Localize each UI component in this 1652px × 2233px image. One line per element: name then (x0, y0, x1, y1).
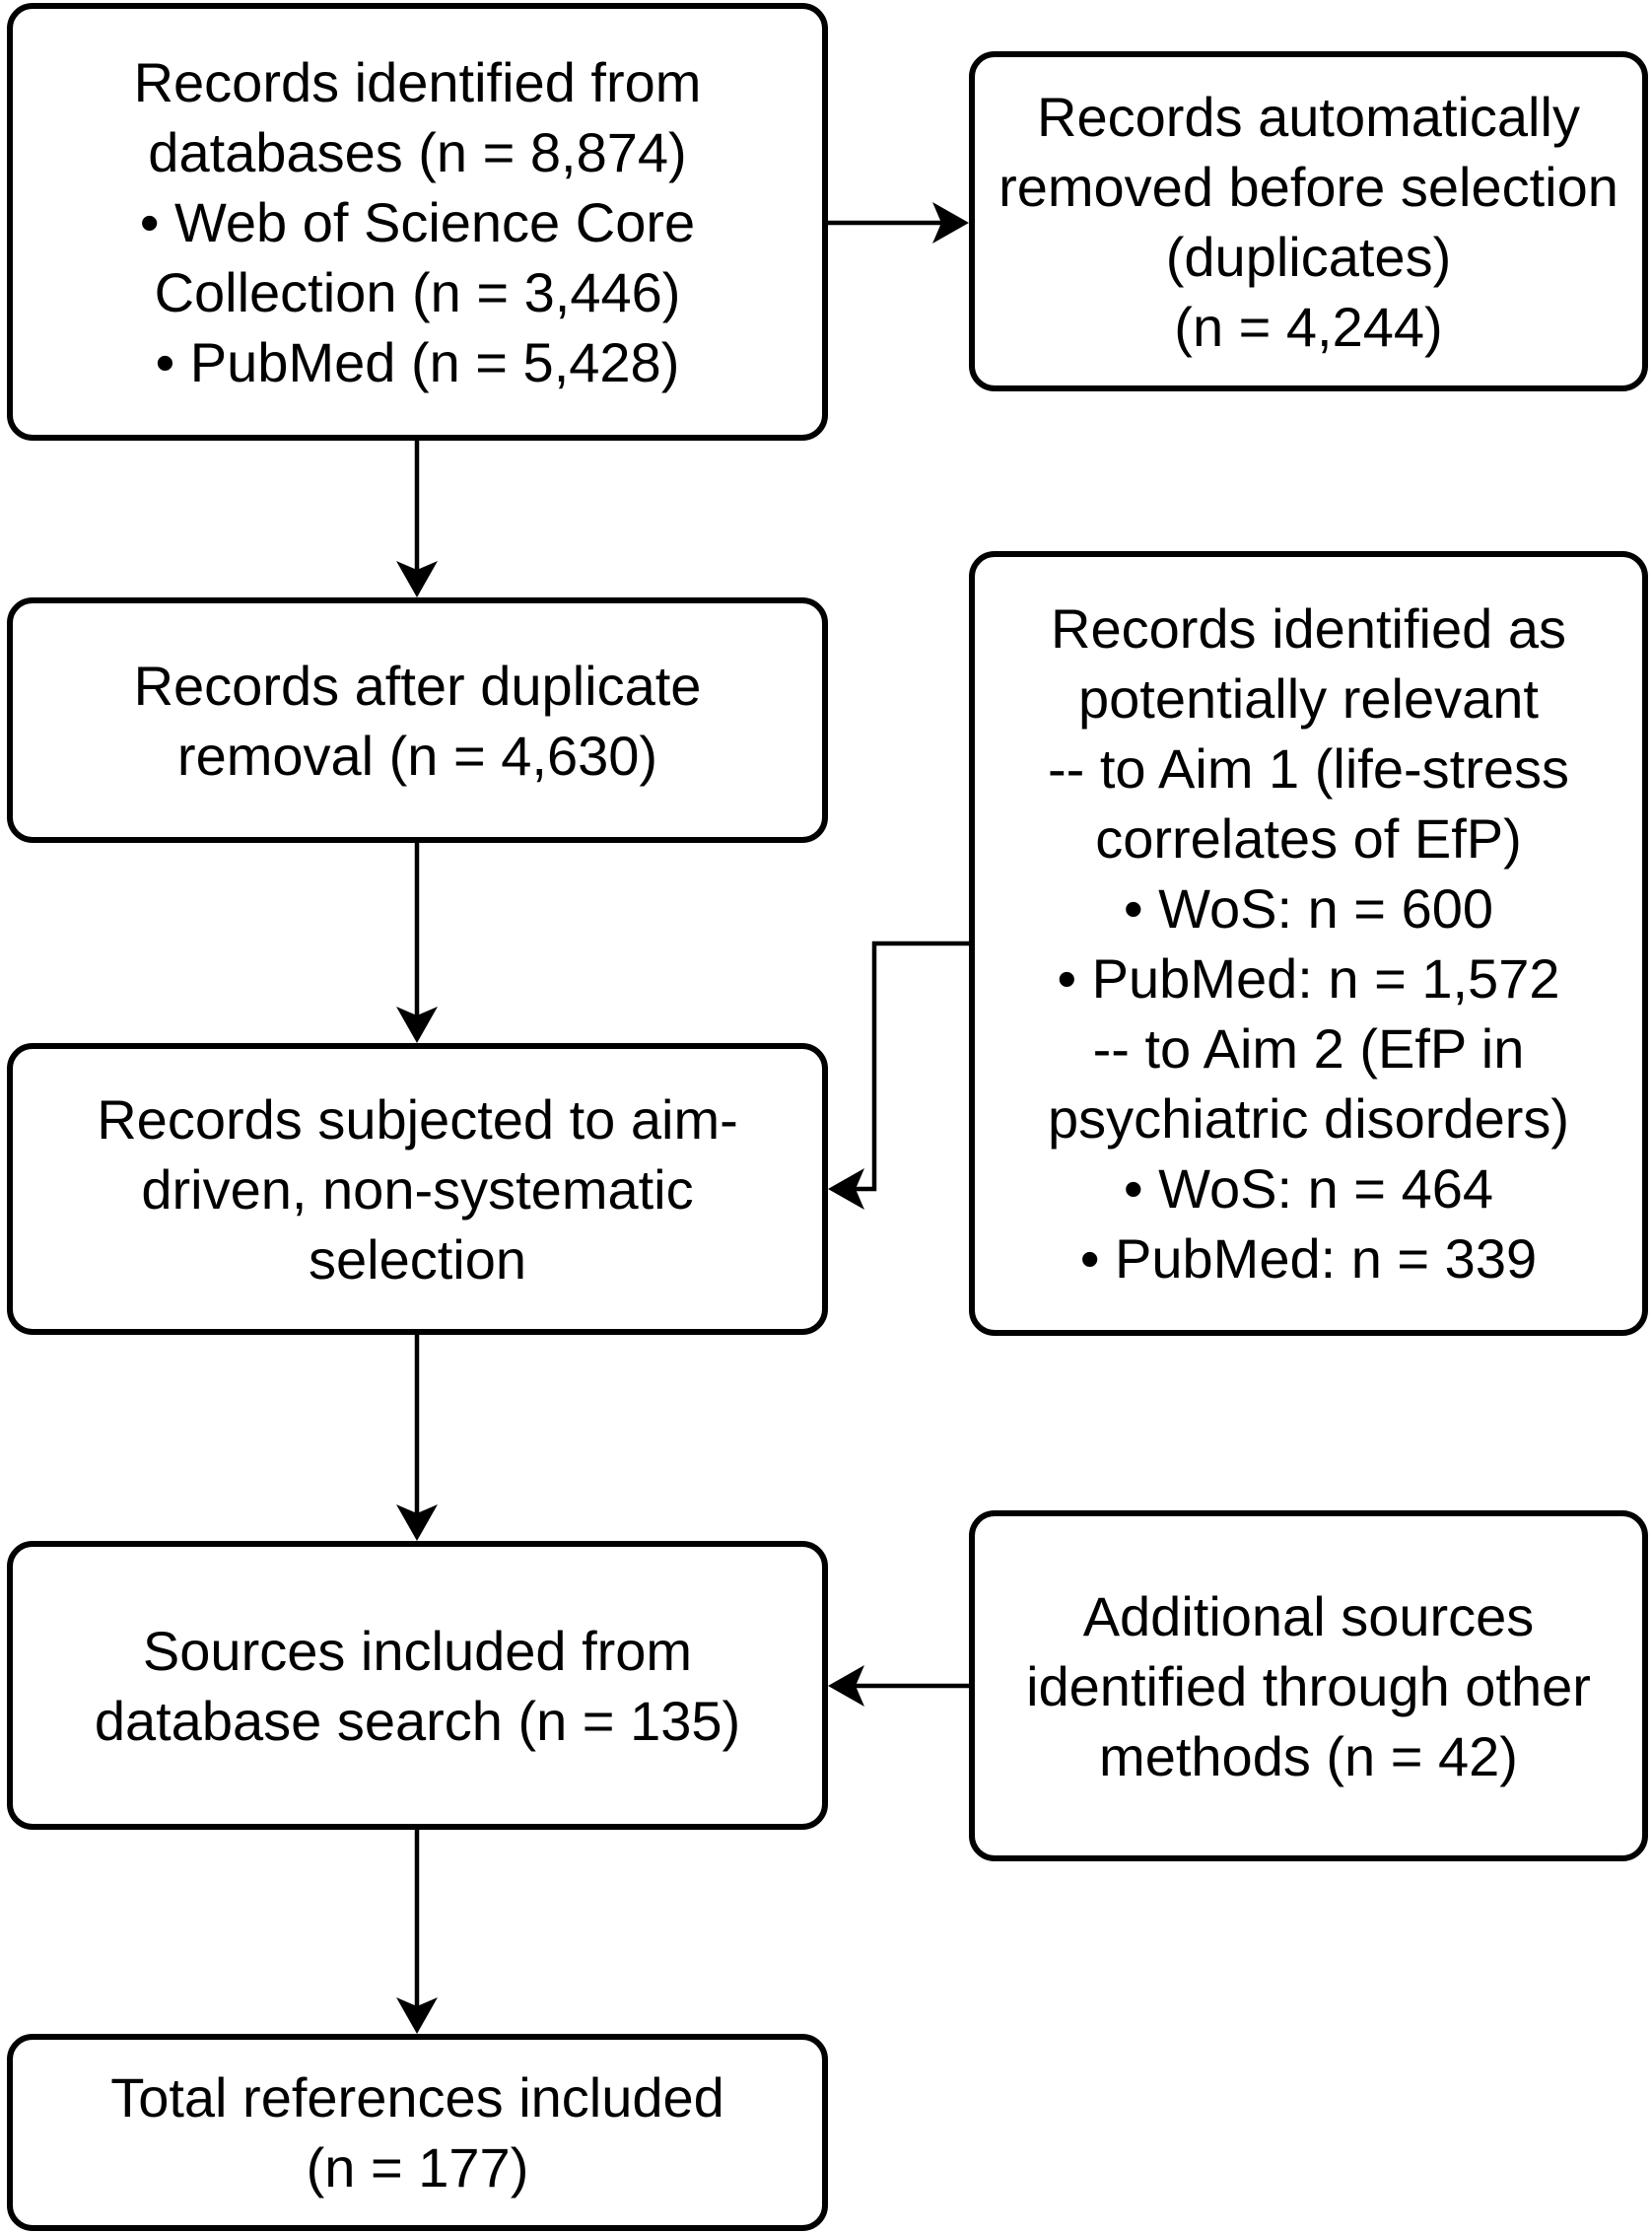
box-text-line: databases (n = 8,874) (148, 120, 687, 183)
records-identified-box: Records identified from databases (n = 8… (7, 3, 828, 441)
arrowhead-down-after-dup (396, 561, 438, 597)
box-text-line: • PubMed: n = 339 (1079, 1227, 1538, 1290)
records-after-duplicate-removal-box: Records after duplicate removal (n = 4,6… (7, 597, 828, 843)
arrowhead-down-subjected (396, 1007, 438, 1043)
total-references-box: Total references included (n = 177) (7, 2034, 828, 2231)
box-text-line: removal (n = 4,630) (176, 724, 658, 787)
arrowhead-left-sources (828, 1665, 864, 1707)
records-removed-box: Records automatically removed before sel… (969, 51, 1648, 391)
arrowhead-left-subjected (828, 1168, 864, 1210)
additional-sources-box: Additional sources identified through ot… (969, 1510, 1648, 1861)
box-text-line: Records identified as (1051, 597, 1566, 660)
box-text-line: removed before selection (998, 155, 1618, 218)
box-text-line: -- to Aim 2 (EfP in (1092, 1017, 1525, 1080)
box-text-line: • Web of Science Core (139, 190, 696, 253)
arrowhead-right-removed (932, 202, 969, 244)
box-text-line: correlates of EfP) (1095, 807, 1522, 870)
box-text-line: methods (n = 42) (1099, 1724, 1518, 1787)
box-text-line: Additional sources (1082, 1584, 1535, 1647)
arrowhead-down-total (396, 1997, 438, 2034)
arrowhead-down-sources (396, 1504, 438, 1541)
arrow-relevant-to-subjected-line (856, 941, 969, 1192)
records-potentially-relevant-box: Records identified as potentially releva… (969, 551, 1648, 1336)
records-subjected-to-selection-box: Records subjected to aim- driven, non-sy… (7, 1043, 828, 1335)
box-text-line: (n = 177) (306, 2136, 529, 2198)
box-text-line: Collection (n = 3,446) (154, 260, 681, 323)
box-text-line: selection (308, 1227, 527, 1291)
box-text-line: identified through other (1026, 1654, 1591, 1717)
box-text-line: (n = 4,244) (1174, 295, 1443, 358)
box-text-line: potentially relevant (1078, 667, 1539, 730)
box-text-line: Total references included (110, 2066, 724, 2128)
box-text-line: • PubMed: n = 1,572 (1057, 947, 1560, 1010)
box-text-line: • WoS: n = 464 (1123, 1157, 1494, 1220)
box-text-line: • PubMed (n = 5,428) (155, 330, 680, 393)
box-text-line: Records automatically (1037, 85, 1580, 148)
box-text-line: Records identified from (133, 50, 702, 113)
sources-included-box: Sources included from database search (n… (7, 1541, 828, 1830)
box-text-line: Records after duplicate (133, 654, 702, 717)
box-text-line: database search (n = 135) (94, 1689, 741, 1752)
box-text-line: -- to Aim 1 (life-stress (1048, 737, 1569, 800)
box-text-line: • WoS: n = 600 (1123, 877, 1494, 940)
box-text-line: (duplicates) (1165, 225, 1452, 288)
box-text-line: Sources included from (142, 1619, 693, 1682)
box-text-line: psychiatric disorders) (1047, 1087, 1570, 1150)
box-text-line: Records subjected to aim- (97, 1087, 738, 1151)
box-text-line: driven, non-systematic (141, 1157, 694, 1221)
